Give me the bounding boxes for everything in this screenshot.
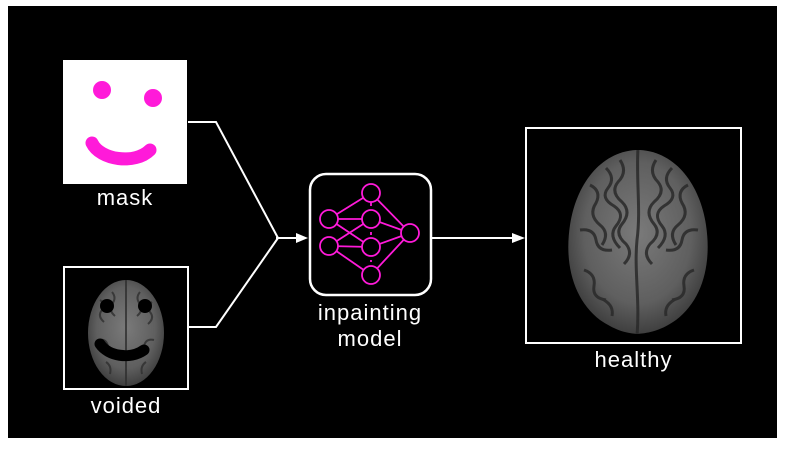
- inpainting-model-node: [308, 172, 433, 297]
- mask-image: [63, 60, 187, 184]
- mask-left-eye: [93, 81, 111, 99]
- neural-network-icon: [319, 183, 420, 285]
- voided-connector: [188, 237, 279, 328]
- model-label-line2: model: [337, 326, 403, 351]
- mask-connector: [188, 121, 279, 239]
- brain-sulci: [579, 150, 699, 334]
- input-connectors: [188, 121, 296, 328]
- mask-label: mask: [96, 185, 154, 210]
- healthy-image: [525, 127, 742, 344]
- voided-image: [63, 266, 189, 390]
- voided-label: voided: [90, 393, 162, 418]
- arrowhead-into-healthy: [512, 233, 525, 243]
- model-label-line1: inpainting: [317, 300, 423, 325]
- healthy-label: healthy: [594, 347, 673, 372]
- arrowhead-into-model: [296, 233, 308, 243]
- mask-smile: [85, 136, 157, 166]
- mask-right-eye: [144, 89, 162, 107]
